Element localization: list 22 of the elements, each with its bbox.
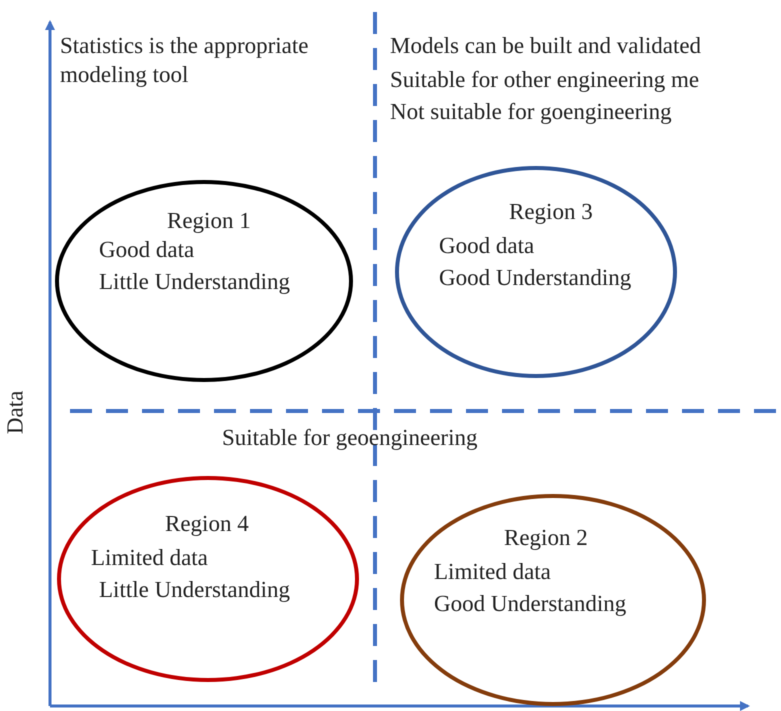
node-text: Limited data — [91, 544, 208, 572]
node-text: Limited data — [434, 558, 551, 586]
node-text: Good Understanding — [439, 264, 632, 292]
region-title: Region 3 — [509, 198, 593, 226]
note-text: Models can be built and validated — [390, 32, 702, 60]
note-text: Suitable for geoengineering — [222, 424, 478, 452]
region-ellipse — [400, 494, 706, 706]
note-text: Not suitable for goengineering — [390, 98, 672, 126]
axis-label: Data — [1, 390, 28, 434]
region-title: Region 1 — [167, 207, 251, 235]
node-text: Little Understanding — [99, 268, 290, 296]
note-text: Statistics is the appropriate modeling tool — [60, 32, 310, 89]
note-text: Suitable for other engineering me — [390, 66, 700, 94]
node-text: Good data — [439, 232, 534, 260]
region-ellipse — [55, 180, 353, 382]
region-ellipse — [395, 166, 677, 378]
region-title: Region 4 — [165, 510, 249, 538]
node-text: Good Understanding — [434, 590, 626, 618]
region-ellipse — [57, 476, 359, 682]
node-text: Good data — [99, 236, 194, 264]
region-title: Region 2 — [504, 524, 588, 552]
node-text: Little Understanding — [99, 576, 290, 604]
